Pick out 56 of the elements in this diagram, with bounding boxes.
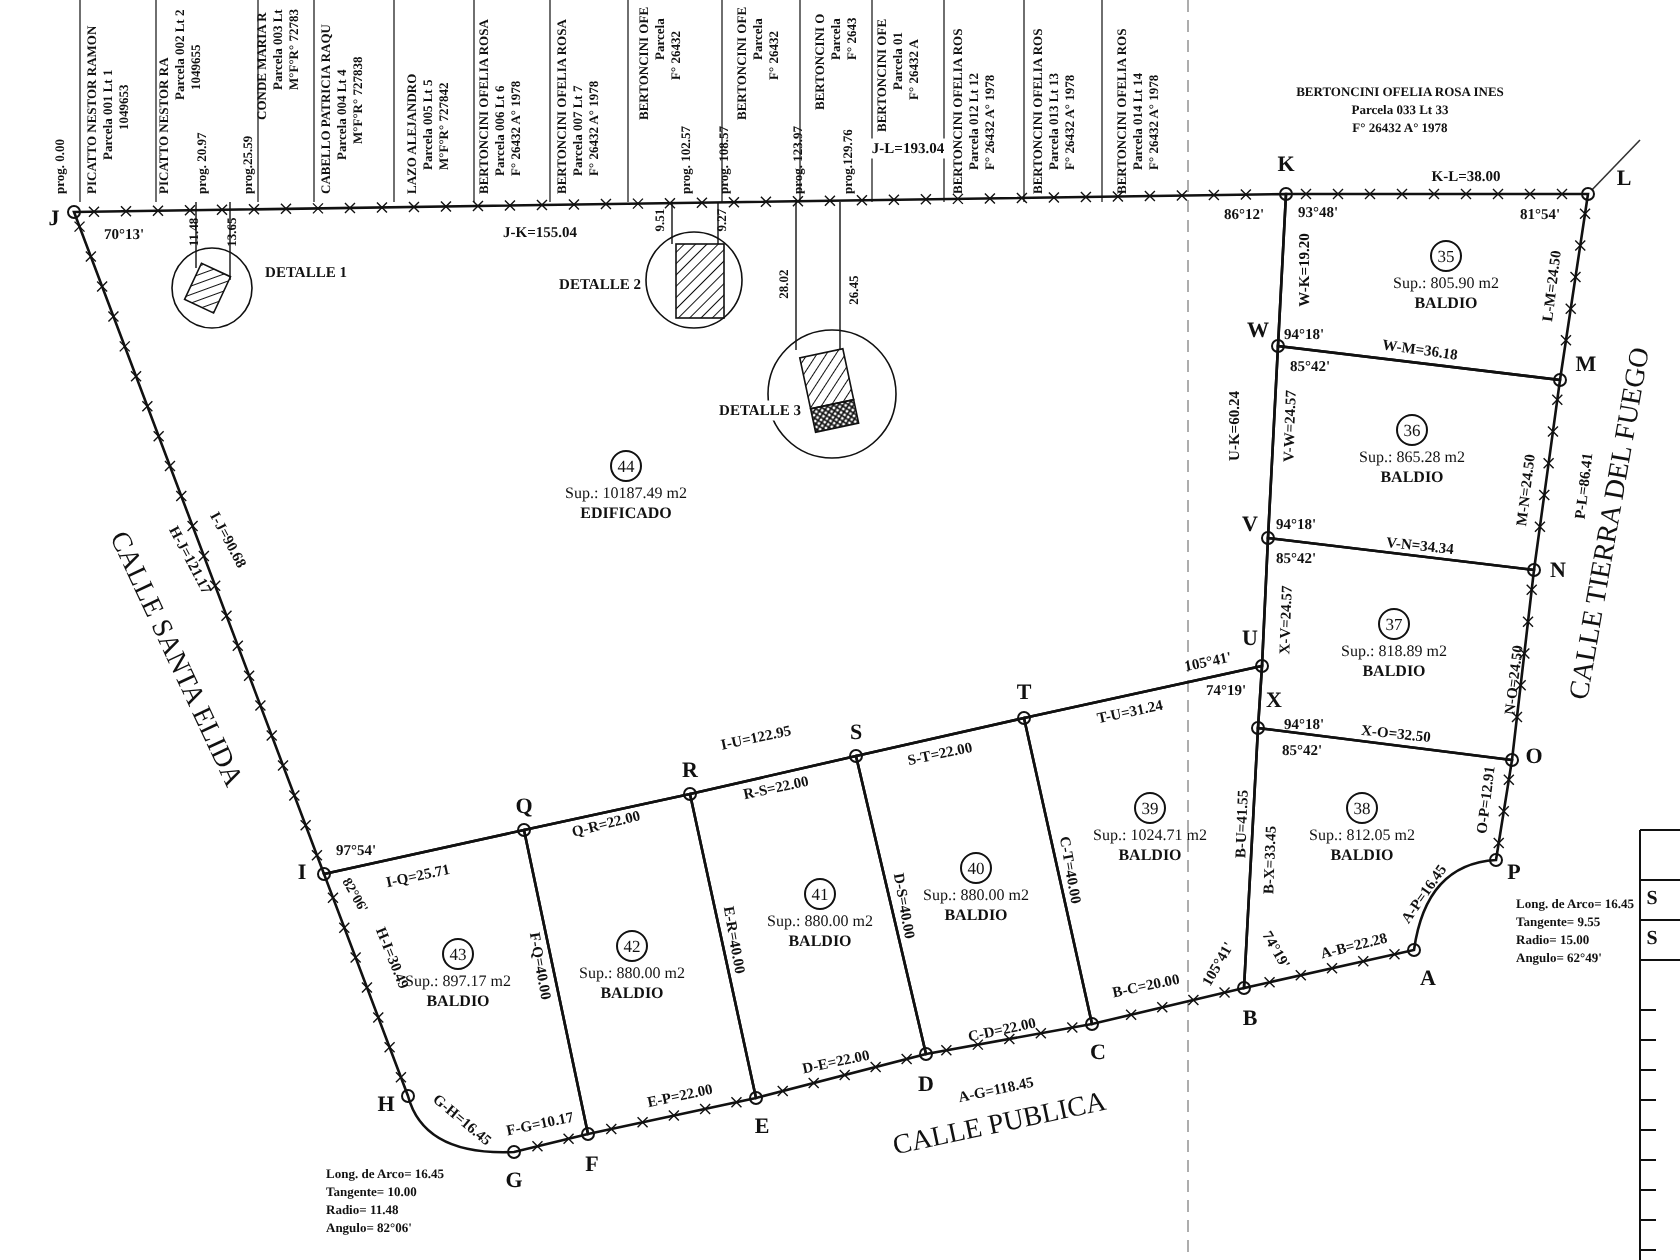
area-text: Sup.: 880.00 m2 xyxy=(767,914,873,930)
lot-number: 44 xyxy=(610,450,642,482)
use-text: BALDIO xyxy=(1118,848,1182,864)
lot-number: 41 xyxy=(804,878,836,910)
use-text: BALDIO xyxy=(1414,296,1478,312)
point-letter: L xyxy=(1616,169,1632,191)
point-letter: Q xyxy=(515,797,533,819)
lot-number: 40 xyxy=(960,852,992,884)
point-letter: R xyxy=(682,761,698,783)
point-letter: T xyxy=(1016,683,1032,705)
use-text: EDIFICADO xyxy=(580,506,672,522)
point-letter: S xyxy=(849,723,863,745)
area-text: Sup.: 880.00 m2 xyxy=(579,966,685,982)
area-text: Sup.: 818.89 m2 xyxy=(1341,644,1447,660)
point-letter: O xyxy=(1525,747,1543,769)
point-letter: D xyxy=(918,1075,934,1097)
lot-number: 37 xyxy=(1378,608,1410,640)
lot-number: 36 xyxy=(1396,414,1428,446)
lot-number: 42 xyxy=(616,930,648,962)
point-letter: B xyxy=(1242,1009,1258,1031)
use-text: BALDIO xyxy=(788,934,852,950)
use-text: BALDIO xyxy=(944,908,1008,924)
area-text: Sup.: 865.28 m2 xyxy=(1359,450,1465,466)
lot-number: 35 xyxy=(1430,240,1462,272)
use-text: BALDIO xyxy=(426,994,490,1010)
point-letter: M xyxy=(1575,355,1597,377)
point-letter: G xyxy=(505,1171,523,1193)
point-letter: K xyxy=(1277,155,1295,177)
use-text: BALDIO xyxy=(1380,470,1444,486)
point-letter: X xyxy=(1266,691,1282,713)
point-letter: F xyxy=(585,1155,599,1177)
point-letter: H xyxy=(377,1095,395,1117)
lot-number: 39 xyxy=(1134,792,1166,824)
lot-number: 43 xyxy=(442,938,474,970)
point-letter: V xyxy=(1242,515,1258,537)
point-letter: E xyxy=(754,1117,770,1139)
use-text: BALDIO xyxy=(1362,664,1426,680)
area-text: Sup.: 1024.71 m2 xyxy=(1093,828,1207,844)
use-text: BALDIO xyxy=(600,986,664,1002)
area-text: Sup.: 880.00 m2 xyxy=(923,888,1029,904)
table-text: S xyxy=(1646,930,1658,950)
point-letter: C xyxy=(1090,1043,1106,1065)
area-text: Sup.: 897.17 m2 xyxy=(405,974,511,990)
area-text: Sup.: 812.05 m2 xyxy=(1309,828,1415,844)
point-letter: P xyxy=(1507,863,1521,885)
area-text: Sup.: 10187.49 m2 xyxy=(565,486,687,502)
point-letter: A xyxy=(1420,969,1436,991)
point-letter: N xyxy=(1550,561,1566,583)
point-letter: J xyxy=(48,209,60,231)
point-letter: I xyxy=(297,863,307,885)
use-text: BALDIO xyxy=(1330,848,1394,864)
point-letter: U xyxy=(1242,629,1258,651)
area-text: Sup.: 805.90 m2 xyxy=(1393,276,1499,292)
lot-number: 38 xyxy=(1346,792,1378,824)
point-letter: W xyxy=(1247,321,1269,343)
table-text: S xyxy=(1646,890,1658,910)
